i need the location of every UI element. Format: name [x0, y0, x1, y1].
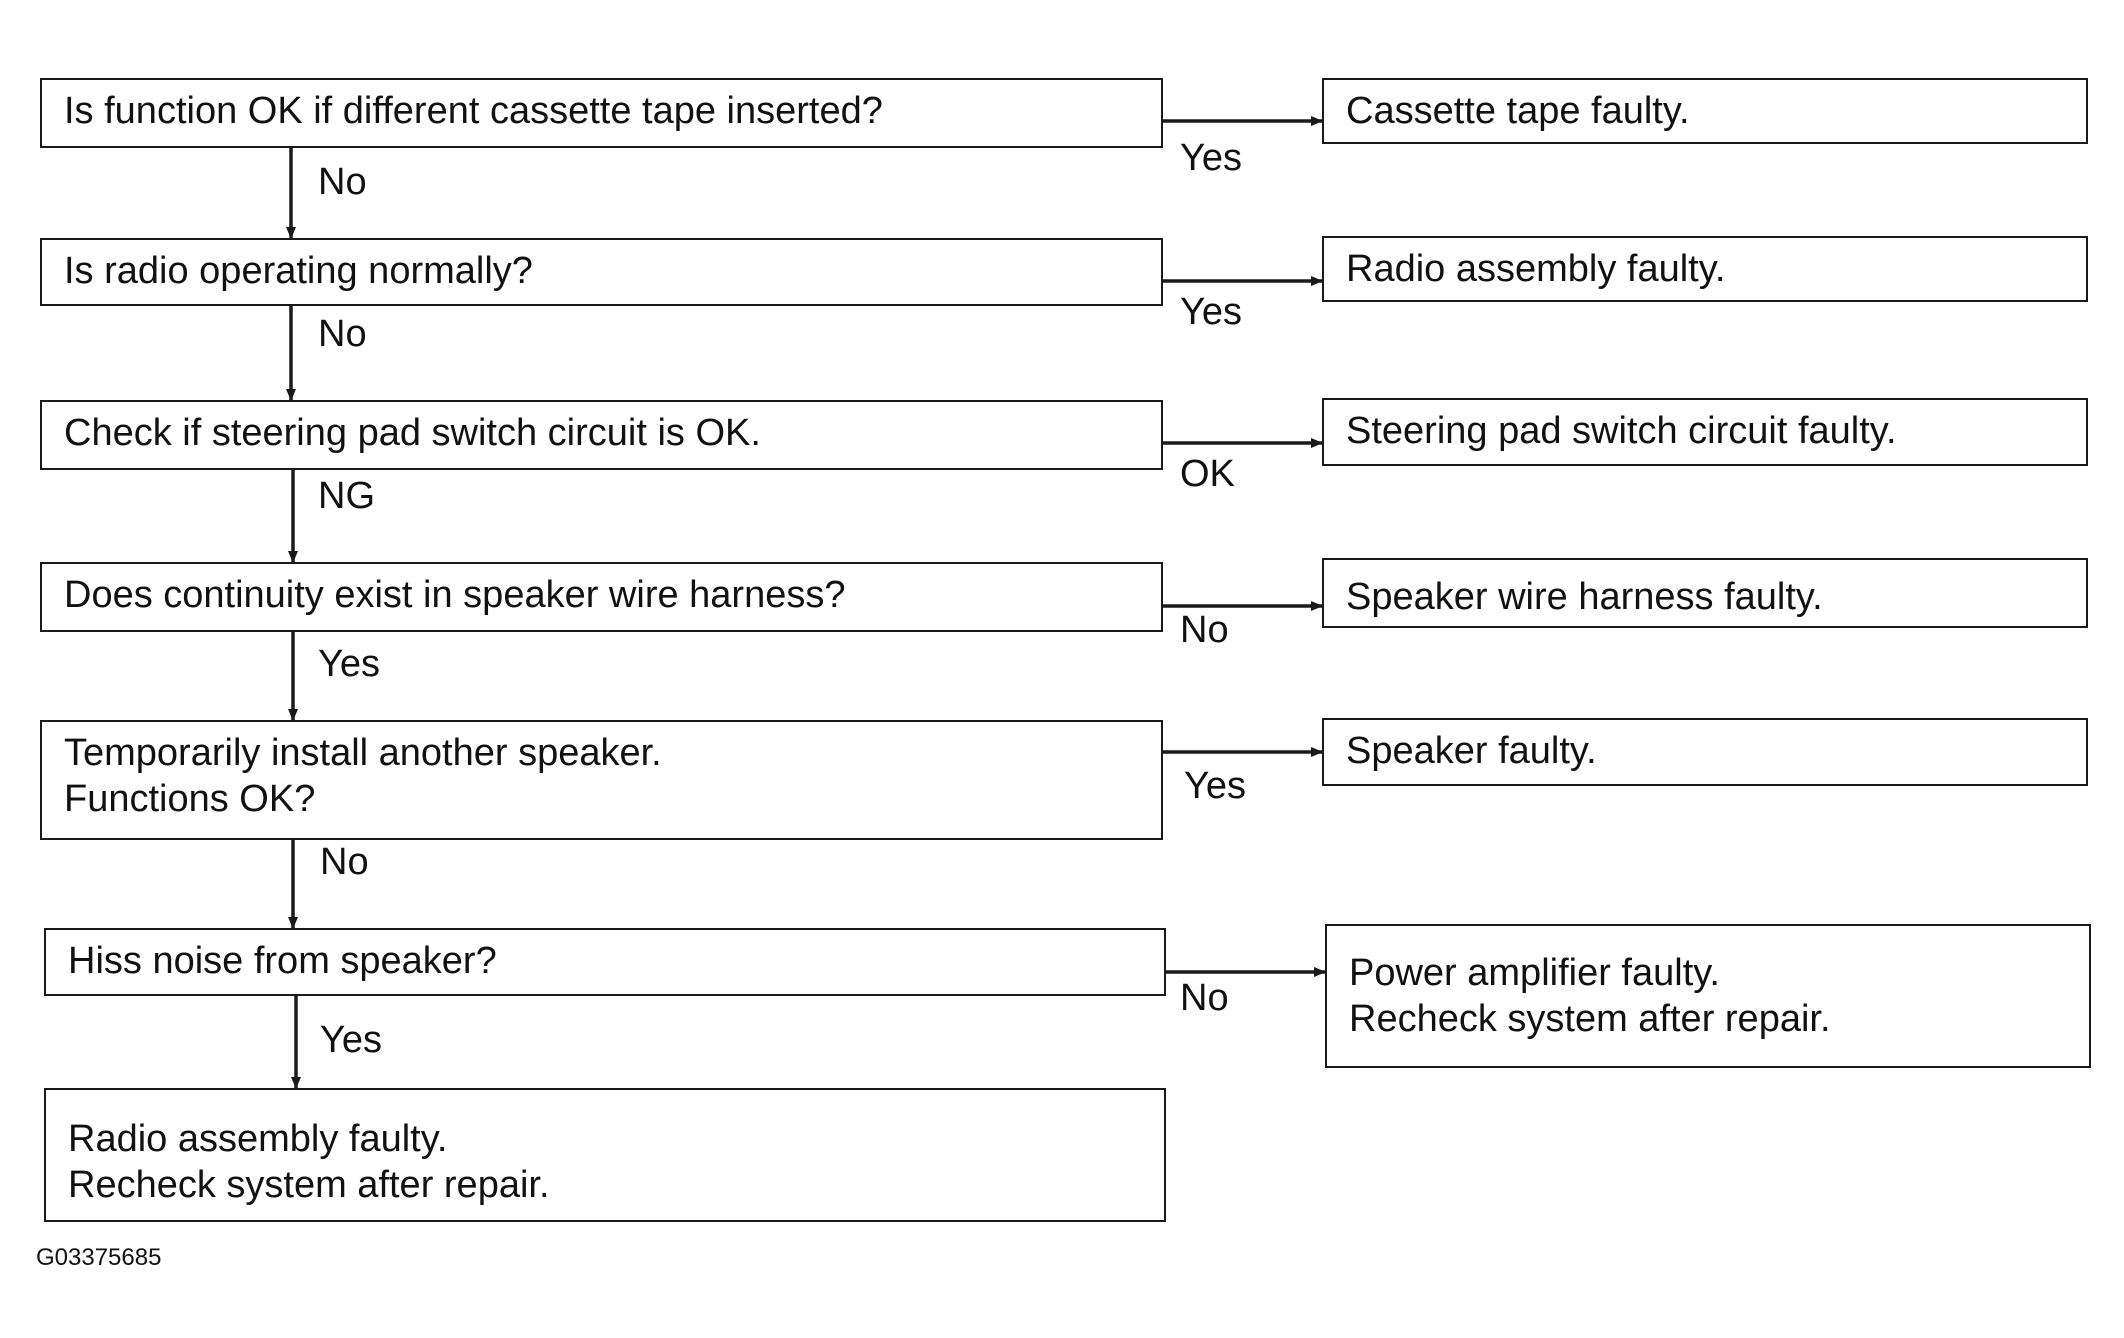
right-label-4: No: [1180, 609, 1229, 651]
question-5-line-2: Functions OK?: [64, 778, 316, 820]
question-box-1: Is function OK if different cassette tap…: [40, 78, 1163, 148]
right-label-1: Yes: [1180, 137, 1242, 179]
question-3-line-1: Check if steering pad switch circuit is …: [64, 412, 761, 454]
final-result-box: Radio assembly faulty. Recheck system af…: [44, 1088, 1166, 1222]
result-5-line-1: Speaker faulty.: [1346, 730, 1597, 772]
final-result-line-2: Recheck system after repair.: [68, 1164, 550, 1206]
result-box-3: Steering pad switch circuit faulty.: [1322, 398, 2088, 466]
result-6-line-2: Recheck system after repair.: [1349, 998, 1831, 1040]
question-5-line-1: Temporarily install another speaker.: [64, 732, 662, 774]
right-label-3: OK: [1180, 453, 1235, 495]
right-label-2: Yes: [1180, 291, 1242, 333]
question-2-line-1: Is radio operating normally?: [64, 250, 533, 292]
question-box-4: Does continuity exist in speaker wire ha…: [40, 562, 1163, 632]
down-label-1: No: [318, 161, 367, 203]
question-box-2: Is radio operating normally?: [40, 238, 1163, 306]
down-label-6: Yes: [320, 1019, 382, 1061]
question-box-5: Temporarily install another speaker. Fun…: [40, 720, 1163, 840]
result-6-line-1: Power amplifier faulty.: [1349, 952, 1720, 994]
down-label-4: Yes: [318, 643, 380, 685]
down-label-3: NG: [318, 475, 375, 517]
down-label-2: No: [318, 313, 367, 355]
right-label-6: No: [1180, 977, 1229, 1019]
question-box-3: Check if steering pad switch circuit is …: [40, 400, 1163, 470]
down-label-5: No: [320, 841, 369, 883]
figure-id: G03375685: [36, 1244, 162, 1271]
result-box-5: Speaker faulty.: [1322, 718, 2088, 786]
result-2-line-1: Radio assembly faulty.: [1346, 248, 1726, 290]
result-1-line-1: Cassette tape faulty.: [1346, 90, 1690, 132]
question-box-6: Hiss noise from speaker?: [44, 928, 1166, 996]
final-result-line-1: Radio assembly faulty.: [68, 1118, 448, 1160]
right-label-5: Yes: [1184, 765, 1246, 807]
result-3-line-1: Steering pad switch circuit faulty.: [1346, 410, 1897, 452]
result-box-4: Speaker wire harness faulty.: [1322, 558, 2088, 628]
question-6-line-1: Hiss noise from speaker?: [68, 940, 497, 982]
result-box-6: Power amplifier faulty. Recheck system a…: [1325, 924, 2091, 1068]
result-box-2: Radio assembly faulty.: [1322, 236, 2088, 302]
result-4-line-1: Speaker wire harness faulty.: [1346, 576, 1823, 618]
question-1-line-1: Is function OK if different cassette tap…: [64, 90, 883, 132]
question-4-line-1: Does continuity exist in speaker wire ha…: [64, 574, 846, 616]
result-box-1: Cassette tape faulty.: [1322, 78, 2088, 144]
